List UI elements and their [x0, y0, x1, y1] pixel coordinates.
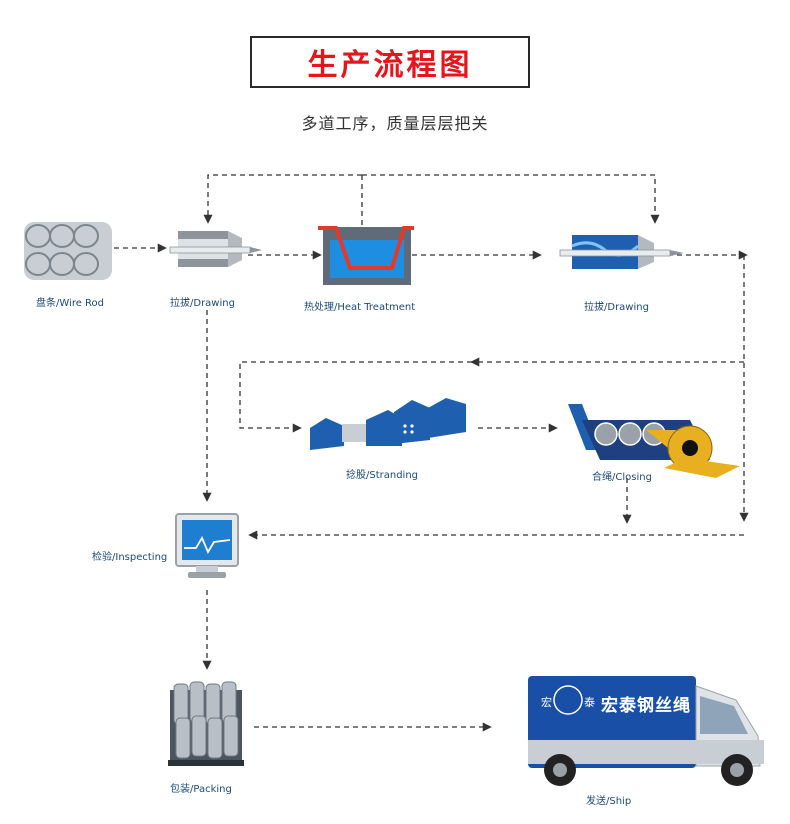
label-packing: 包装/Packing: [170, 784, 232, 795]
arrow-loop-left: [239, 361, 472, 433]
label-drawing-2: 拉拔/Drawing: [584, 302, 649, 313]
label-wire-rod: 盘条/Wire Rod: [36, 298, 105, 309]
truck-brand-text: 宏泰钢丝绳: [601, 696, 691, 716]
label-closing: 合绳/Closing: [592, 472, 652, 483]
arrow-top-loop-left: [203, 174, 362, 224]
drawing-die-2-icon: [559, 235, 684, 269]
packing-icon: [168, 681, 244, 766]
label-drawing-1: 拉拔/Drawing: [170, 298, 235, 309]
page-subtitle: 多道工序，质量层层把关: [301, 114, 489, 133]
page-title: 生产流程图: [307, 48, 473, 83]
label-inspecting: 检验/Inspecting: [92, 552, 168, 563]
wire-rod-icon: [24, 222, 112, 280]
inspecting-monitor-icon: [175, 513, 239, 578]
label-ship: 发送/Ship: [586, 796, 632, 807]
heat-treatment-icon: [318, 226, 414, 285]
label-heat-treatment: 热处理/Heat Treatment: [304, 302, 416, 313]
truck-logo-char-1: 宏: [541, 696, 552, 709]
truck-icon: [528, 676, 764, 786]
title-box: 生产流程图: [250, 36, 530, 88]
stranding-machine-icon: [310, 398, 466, 450]
arrow-top-loop-right: [362, 174, 660, 224]
drawing-die-icon: [169, 231, 262, 267]
closing-machine-icon: [568, 404, 740, 478]
label-stranding: 捻股/Stranding: [346, 470, 419, 481]
truck-logo-char-2: 泰: [584, 696, 595, 709]
